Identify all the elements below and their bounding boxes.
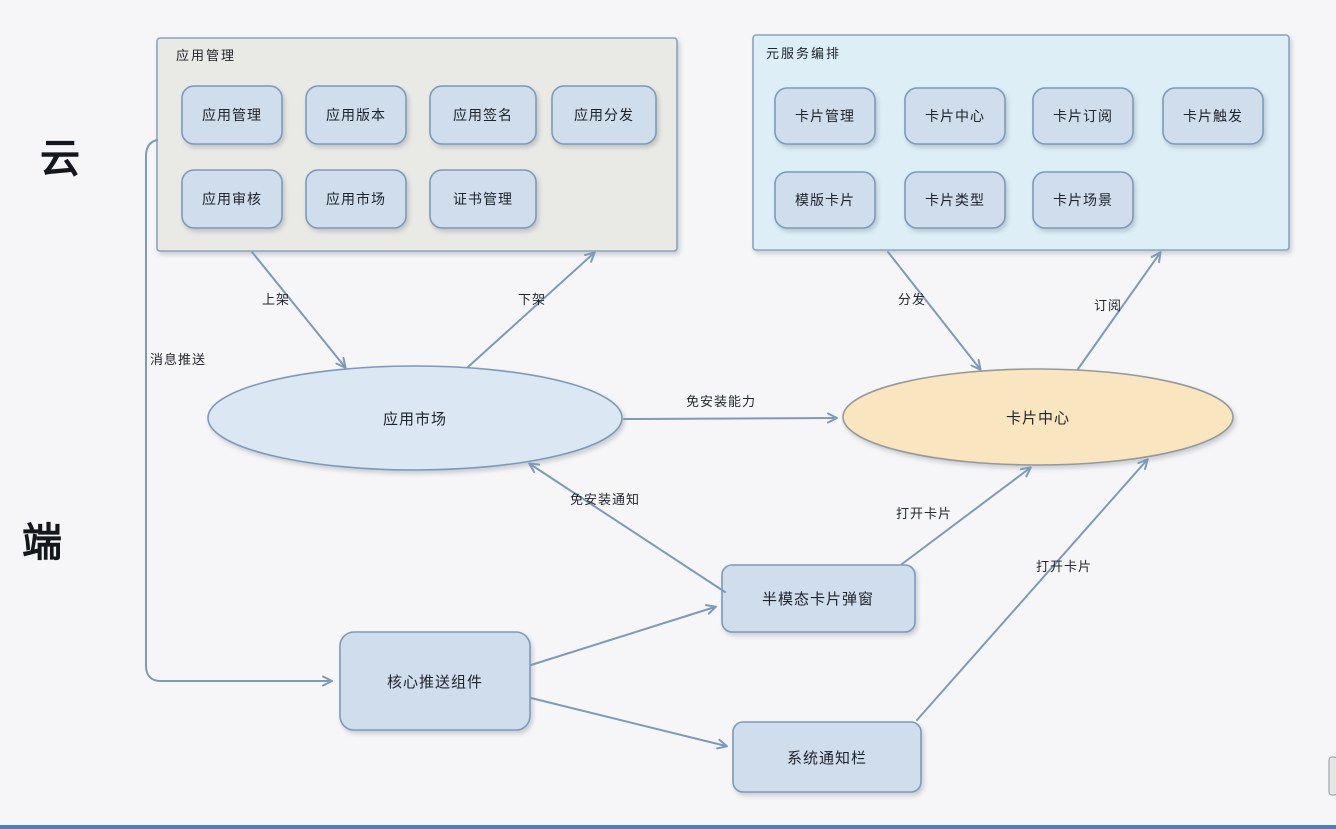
node-cert-management-label: 证书管理 — [453, 192, 513, 208]
app-group-title: 应用管理 — [176, 48, 236, 64]
app-group-container[interactable] — [156, 37, 678, 252]
node-card-type-box[interactable] — [904, 171, 1006, 229]
edge-label-open-card-popup: 打开卡片 — [896, 507, 952, 522]
system-notify-bar-label: 系统通知栏 — [787, 749, 867, 767]
semi-modal-popup-box[interactable] — [721, 564, 916, 633]
node-card-center-small-label: 卡片中心 — [925, 109, 985, 125]
edge-label-distribute: 分发 — [898, 292, 926, 308]
edge-label-unpublish: 下架 — [518, 293, 546, 308]
node-app-review-box[interactable] — [181, 169, 283, 229]
node-core-push: 核心推送组件 — [339, 631, 531, 731]
edge-label-open-card-notifybar: 打开卡片 — [1036, 560, 1092, 575]
node-card-subscribe: 卡片订阅 — [1032, 87, 1134, 145]
system-notify-bar-box[interactable] — [732, 721, 922, 793]
edge-unpublish[interactable] — [467, 251, 596, 368]
node-card-management: 卡片管理 — [774, 87, 876, 145]
group-meta-service: 元服务编排 卡片管理 卡片中心 卡片订阅 卡片触发 模版卡片 卡片类型 卡片场景 — [752, 34, 1290, 251]
node-app-signature-label: 应用签名 — [453, 107, 513, 124]
app-market-ellipse[interactable] — [207, 365, 623, 471]
node-card-center: 卡片中心 — [842, 368, 1234, 466]
bottom-border-line — [0, 825, 1336, 829]
card-center-label: 卡片中心 — [1006, 409, 1070, 427]
edge-label-install-free-notice: 免安装通知 — [570, 492, 640, 508]
node-card-trigger-label: 卡片触发 — [1183, 109, 1243, 125]
node-template-card-box[interactable] — [774, 171, 876, 229]
card-group-title: 元服务编排 — [766, 46, 841, 62]
app-market-label: 应用市场 — [383, 410, 447, 428]
edge-core-to-popup[interactable] — [530, 604, 717, 666]
zone-label-cloud: 云 — [40, 136, 80, 182]
core-push-box[interactable] — [339, 631, 531, 731]
edge-distribute[interactable] — [887, 251, 982, 371]
node-app-market-small: 应用市场 — [305, 169, 407, 229]
node-app-distribution-label: 应用分发 — [574, 107, 634, 124]
node-app-version-label: 应用版本 — [326, 107, 386, 124]
node-card-scene: 卡片场景 — [1032, 171, 1134, 229]
node-card-center-small-box[interactable] — [904, 87, 1006, 145]
edge-label-install-free-capability: 免安装能力 — [686, 395, 756, 410]
node-template-card: 模版卡片 — [774, 171, 876, 229]
node-card-trigger-box[interactable] — [1162, 87, 1264, 145]
node-app-signature: 应用签名 — [429, 85, 537, 145]
card-group-container[interactable] — [752, 34, 1290, 251]
edge-open-card-from-notifybar[interactable] — [916, 458, 1149, 721]
edge-label-message-push: 消息推送 — [150, 352, 206, 368]
node-card-type: 卡片类型 — [904, 171, 1006, 229]
node-cert-management-box[interactable] — [429, 169, 537, 229]
node-app-version-box[interactable] — [305, 85, 407, 145]
node-app-version: 应用版本 — [305, 85, 407, 145]
node-card-subscribe-box[interactable] — [1032, 87, 1134, 145]
node-app-market: 应用市场 — [207, 365, 623, 471]
node-system-notify-bar: 系统通知栏 — [732, 721, 922, 793]
semi-modal-popup-label: 半模态卡片弹窗 — [762, 590, 874, 608]
core-push-label: 核心推送组件 — [387, 673, 483, 691]
node-semi-modal-popup: 半模态卡片弹窗 — [721, 564, 916, 633]
edge-publish[interactable] — [251, 251, 347, 369]
edge-core-to-notifybar[interactable] — [530, 697, 728, 750]
node-app-review-label: 应用审核 — [202, 191, 262, 208]
edge-install-free-notice[interactable] — [528, 462, 726, 593]
node-app-review: 应用审核 — [181, 169, 283, 229]
edge-open-card-from-popup[interactable] — [901, 466, 1032, 565]
node-card-scene-label: 卡片场景 — [1053, 193, 1113, 209]
node-app-signature-box[interactable] — [429, 85, 537, 145]
node-app-market-small-label: 应用市场 — [326, 191, 386, 208]
node-card-management-box[interactable] — [774, 87, 876, 145]
node-app-distribution: 应用分发 — [551, 85, 657, 145]
node-app-management-box[interactable] — [181, 85, 283, 145]
clipped-shape-right-edge — [1328, 756, 1336, 796]
node-app-market-small-box[interactable] — [305, 169, 407, 229]
node-card-management-label: 卡片管理 — [795, 109, 855, 125]
node-card-trigger: 卡片触发 — [1162, 87, 1264, 145]
node-card-type-label: 卡片类型 — [925, 193, 985, 209]
edge-message-push[interactable] — [145, 139, 333, 687]
node-card-subscribe-label: 卡片订阅 — [1053, 109, 1113, 125]
node-card-center-small: 卡片中心 — [904, 87, 1006, 145]
edge-subscribe[interactable] — [1077, 251, 1162, 370]
edge-label-subscribe: 订阅 — [1094, 299, 1122, 314]
edge-install-free-capability[interactable] — [623, 412, 838, 424]
node-app-management-label: 应用管理 — [202, 107, 262, 124]
group-app-management: 应用管理 应用管理 应用版本 应用签名 应用分发 应用审核 应用市场 证书管理 — [156, 37, 678, 252]
node-template-card-label: 模版卡片 — [795, 193, 855, 209]
zone-label-device: 端 — [22, 520, 62, 566]
node-app-distribution-box[interactable] — [551, 85, 657, 145]
node-app-management: 应用管理 — [181, 85, 283, 145]
node-cert-management: 证书管理 — [429, 169, 537, 229]
card-center-ellipse[interactable] — [842, 368, 1234, 466]
edge-label-publish: 上架 — [262, 293, 290, 308]
node-card-scene-box[interactable] — [1032, 171, 1134, 229]
